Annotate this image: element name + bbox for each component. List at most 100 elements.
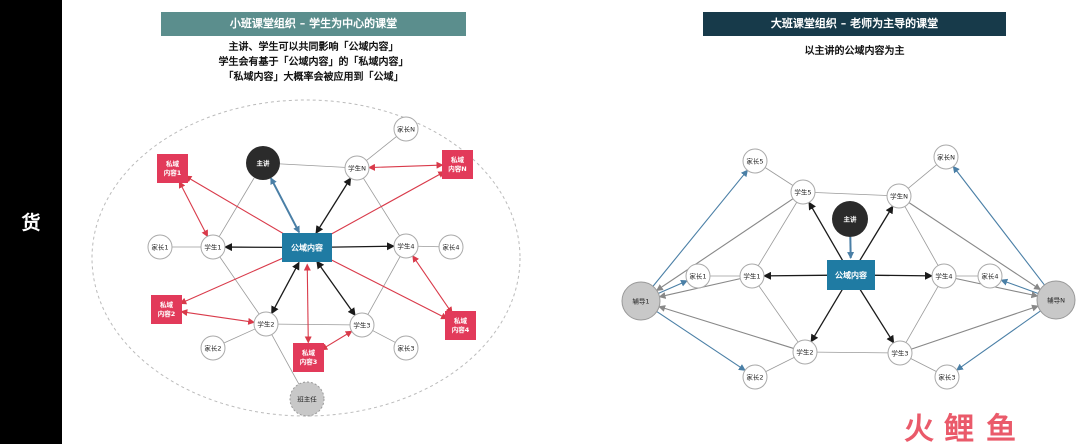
left-private-1-line-1: 私域: [165, 159, 180, 168]
right-parent-4-label: 家长4: [981, 272, 998, 281]
right-arrow-hub-s3: [860, 289, 894, 342]
right-parent-2-label: 家长2: [746, 373, 763, 382]
right-arrow-hub-s4: [868, 275, 932, 276]
left-parent-1: 家长1: [148, 235, 172, 259]
right-gray-s5-t1: [657, 199, 793, 291]
left-red-v4-hub: [322, 255, 447, 319]
right-student-3: 学生3: [888, 341, 912, 365]
right-student-2: 学生2: [793, 340, 817, 364]
left-red-v2-hub: [180, 254, 291, 303]
right-hub-label: 公域内容: [835, 270, 867, 280]
left-line-sn-pn: [366, 136, 396, 160]
left-parent-2-label: 家长2: [204, 344, 221, 353]
left-line-s3-s4: [368, 256, 400, 314]
left-teacher-label: 班主任: [297, 395, 317, 404]
right-blue-tn-p4: [1001, 280, 1038, 293]
left-private-content-2: 私域 内容2: [151, 295, 182, 324]
left-line-s3-p3: [373, 331, 396, 343]
left-private-3-line-2: 内容3: [300, 357, 318, 366]
left-student-n: 学生N: [345, 156, 369, 180]
left-arrow-hub-s4: [324, 246, 394, 247]
right-parent-2: 家长2: [743, 365, 767, 389]
right-student-5-label: 学生5: [794, 188, 811, 197]
left-student-4: 学生4: [394, 234, 418, 258]
right-student-2-label: 学生2: [796, 348, 813, 357]
left-parent-3: 家长3: [394, 336, 418, 360]
right-line-s5-sn: [815, 192, 887, 195]
right-blue-t1-p2: [657, 312, 745, 371]
left-private-4-line-2: 内容4: [452, 325, 470, 334]
left-teacher-node: 班主任: [290, 382, 324, 416]
left-private-content-1: 私域 内容1: [157, 154, 188, 183]
left-parent-4-label: 家长4: [442, 243, 459, 252]
right-line-s5-s1: [758, 202, 797, 265]
right-line-s1-s2: [759, 286, 798, 342]
right-tutor-1: 辅导1: [622, 282, 660, 320]
right-parent-n-label: 家长N: [937, 153, 955, 162]
left-parent-1-label: 家长1: [151, 243, 168, 252]
left-line-lec-sn: [280, 164, 345, 167]
right-student-4-label: 学生4: [935, 272, 952, 281]
right-hub-node: 公域内容: [827, 260, 875, 290]
right-parent-3-label: 家长3: [938, 373, 955, 382]
right-parent-4: 家长4: [978, 264, 1002, 288]
right-student-3-label: 学生3: [891, 349, 908, 358]
right-line-s4-sn: [905, 206, 938, 265]
left-red-vn-sn: [369, 165, 443, 168]
right-line-s3-s4: [906, 286, 938, 342]
watermark-char-2: 鲤: [944, 404, 974, 448]
left-arrow-hub-s2: [272, 262, 299, 313]
right-gray-s2-t1: [659, 307, 793, 349]
right-parent-n: 家长N: [934, 145, 958, 169]
right-line-s3-p3: [911, 358, 937, 371]
right-gray-s3-tn: [911, 306, 1038, 349]
left-student-3: 学生3: [350, 313, 374, 337]
right-parent-1: 家长1: [686, 264, 710, 288]
left-parent-2: 家长2: [201, 336, 225, 360]
right-student-1-label: 学生1: [743, 272, 760, 281]
left-arrow-hub-lecturer: [271, 178, 299, 232]
left-red-v2-s2: [181, 312, 254, 323]
left-private-1-line-2: 内容1: [164, 168, 182, 177]
right-blue-tn-pn: [953, 167, 1044, 285]
right-line-s2-s3: [817, 352, 888, 353]
right-student-n: 学生N: [887, 184, 911, 208]
left-private-n-line-2: 内容N: [448, 164, 466, 173]
left-private-content-n: 私域 内容N: [442, 150, 473, 179]
left-private-content-3: 私域 内容3: [293, 343, 324, 372]
right-parent-3: 家长3: [935, 365, 959, 389]
left-hub-label: 公域内容: [291, 243, 323, 253]
left-hub-node: 公域内容: [282, 233, 332, 262]
right-lecturer-label: 主讲: [844, 215, 858, 224]
left-student-1: 学生1: [201, 235, 225, 259]
left-private-2-line-2: 内容2: [158, 309, 176, 318]
watermark-char-3: 鱼: [986, 404, 1016, 448]
right-student-1: 学生1: [740, 264, 764, 288]
right-line-s2-p2: [766, 357, 795, 371]
right-student-n-label: 学生N: [890, 192, 908, 201]
left-red-vn-hub: [322, 172, 444, 240]
right-lecturer-node: 主讲: [832, 201, 868, 237]
left-lecturer-label: 主讲: [257, 159, 271, 168]
right-parent-5-label: 家长5: [746, 157, 763, 166]
left-parent-n: 家长N: [394, 117, 418, 141]
left-parent-n-label: 家长N: [397, 125, 415, 134]
left-private-4-line-1: 私域: [453, 316, 468, 325]
left-lecturer-node: 主讲: [246, 146, 280, 180]
left-line-s1-s2: [220, 257, 259, 314]
left-private-content-4: 私域 内容4: [445, 311, 476, 340]
left-student-4-label: 学生4: [397, 242, 414, 251]
left-line-s2-p2: [224, 329, 255, 343]
left-private-2-line-1: 私域: [159, 300, 174, 309]
left-line-lec-s1: [219, 178, 254, 237]
right-tutor-n-label: 辅导N: [1047, 296, 1065, 305]
left-student-2: 学生2: [254, 312, 278, 336]
left-private-n-line-1: 私域: [450, 155, 465, 164]
right-tutor-n: 辅导N: [1037, 281, 1075, 319]
left-student-n-label: 学生N: [348, 164, 366, 173]
right-line-sn-pn: [908, 165, 937, 189]
left-parent-3-label: 家长3: [397, 344, 414, 353]
left-parent-4: 家长4: [439, 235, 463, 259]
watermark-logo: 火 鲤 鱼: [904, 404, 1064, 440]
